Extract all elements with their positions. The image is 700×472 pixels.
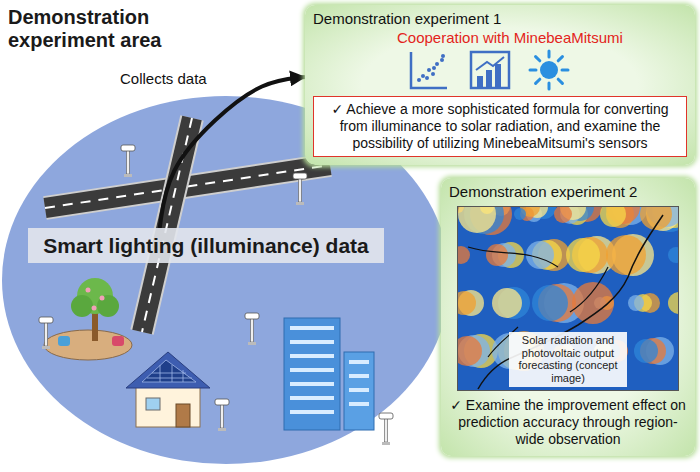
street-lamps [39,145,393,445]
chart-icons [313,48,687,92]
data-band: Smart lighting (illuminance) data [28,228,384,263]
partner-note: Cooperation with MinebeaMitsumi [313,29,687,48]
map-caption: Solar radiation and photovoltaic output … [509,332,627,387]
street-lamp [245,313,259,345]
roads [45,118,330,332]
description-text: ✓ Achieve a more sophisticated formula f… [322,101,678,152]
experiment-panel: Demonstration experiment 2 ✓ Examine the … [441,178,695,456]
icon-row [313,48,687,92]
edge-label: Collects data [118,70,209,87]
street-lamp [39,317,53,349]
experiment-panel: Demonstration experiment 1Cooperation wi… [305,5,695,165]
description-box: ✓ Achieve a more sophisticated formula f… [313,96,687,157]
diagram-title: Demonstration experiment area [8,6,188,52]
house [126,352,210,427]
panel-heading: Demonstration experiment 1 [313,10,687,29]
street-lamp [293,173,307,205]
description-text: ✓ Examine the improvement effect on pred… [449,397,687,448]
panel-heading: Demonstration experiment 2 [449,183,687,202]
buildings [284,318,374,430]
street-lamp [215,399,229,431]
forecast-map: Solar radiation and photovoltaic output … [457,206,679,391]
data-arrow [160,77,305,228]
park [44,278,132,360]
street-lamp [379,413,393,445]
street-lamp [121,145,135,177]
band-text: Smart lighting (illuminance) data [36,233,376,258]
